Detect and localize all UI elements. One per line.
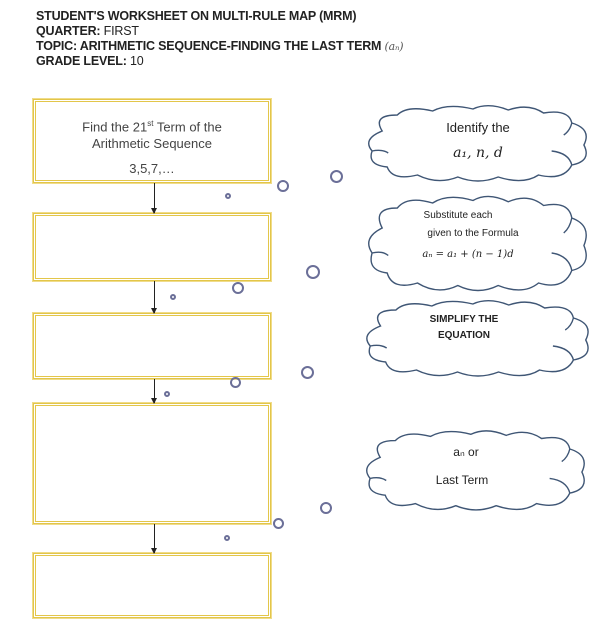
answer-box-last-term[interactable] (32, 552, 272, 619)
topic-line: TOPIC: ARITHMETIC SEQUENCE-FINDING THE L… (36, 39, 404, 54)
problem-box: Find the 21st Term of the Arithmetic Seq… (32, 98, 272, 184)
circle-icon (224, 535, 230, 541)
circle-icon (225, 193, 231, 199)
cloud-substitute: Substitute each given to the Formula aₙ … (362, 193, 594, 293)
flow-arrow (151, 281, 157, 314)
circle-icon (164, 391, 170, 397)
flow-arrow (151, 183, 157, 214)
grade-value: 10 (129, 54, 144, 68)
circle-icon (306, 265, 320, 279)
circle-icon (300, 365, 314, 379)
flow-arrow (151, 524, 157, 554)
grade-label: GRADE LEVEL: (36, 54, 127, 68)
cloud-text: Substitute each (423, 210, 493, 221)
cloud-identify: Identify the a₁, n, d (362, 103, 594, 183)
circle-icon (170, 294, 176, 300)
answer-box-simplify[interactable] (32, 402, 272, 525)
cloud-simplify: SIMPLIFY THE EQUATION (360, 298, 596, 378)
worksheet-title: STUDENT'S WORKSHEET ON MULTI-RULE MAP (M… (36, 9, 357, 23)
quarter-label: QUARTER: (36, 24, 101, 38)
problem-line1: Find the 21st Term of the (82, 119, 222, 135)
circle-icon (272, 517, 284, 529)
cloud-text: Identify the (446, 120, 510, 135)
cloud-last-term: aₙ or Last Term (360, 428, 592, 512)
circle-icon (229, 376, 241, 388)
topic-label: TOPIC: ARITHMETIC SEQUENCE-FINDING THE L… (36, 39, 382, 53)
problem-line2: Arithmetic Sequence (92, 136, 212, 152)
cloud-text: given to the Formula (427, 228, 519, 239)
quarter-line: QUARTER: FIRST (36, 24, 139, 39)
topic-math: (aₙ) (384, 40, 404, 53)
grade-line: GRADE LEVEL: 10 (36, 54, 144, 69)
cloud-text: Last Term (435, 473, 489, 487)
answer-box-substitute[interactable] (32, 312, 272, 380)
problem-sequence: 3,5,7,… (129, 161, 175, 177)
cloud-math: a₁, n, d (453, 145, 503, 161)
cloud-text: aₙ or (453, 445, 479, 459)
cloud-text: EQUATION (437, 330, 491, 341)
flow-arrow (151, 379, 157, 404)
quarter-value: FIRST (103, 24, 139, 38)
answer-box-identify[interactable] (32, 212, 272, 282)
circle-icon (232, 282, 244, 294)
circle-icon (329, 169, 343, 183)
cloud-text: SIMPLIFY THE (429, 314, 499, 325)
circle-icon (320, 502, 332, 514)
cloud-formula: aₙ = a₁ + (n − 1)d (422, 249, 514, 260)
circle-icon (277, 180, 289, 192)
